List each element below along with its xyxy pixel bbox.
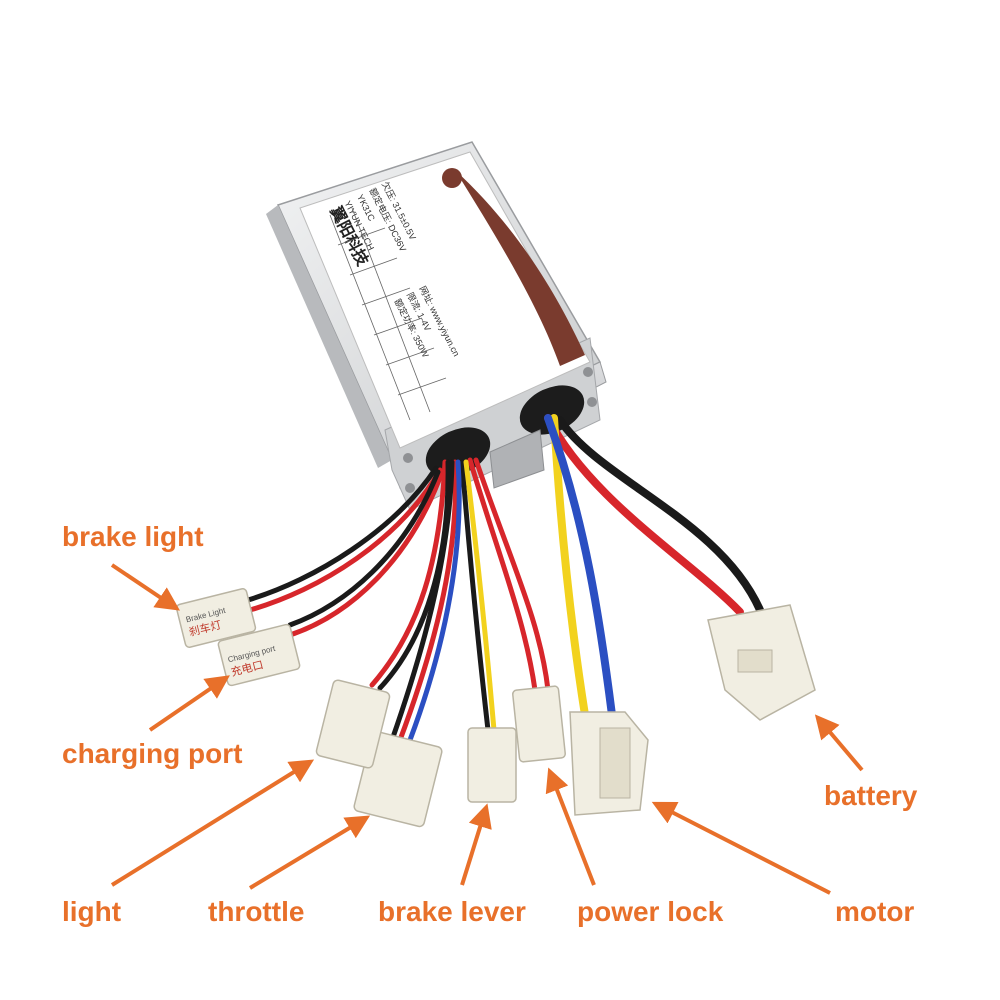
- label-throttle: throttle: [208, 896, 305, 927]
- brand-swoosh: [455, 170, 585, 366]
- brake-lever-connector: [467, 727, 517, 803]
- brake-light-connector: 刹车灯 Brake Light: [175, 588, 257, 648]
- screw-icon: [403, 453, 413, 463]
- controller-sticker: 翼阳科技 YIYUN TECH YK31C 额定电压: DC36V 欠压: 31…: [299, 151, 591, 449]
- label-battery: battery: [824, 780, 918, 811]
- arrow-throttle: [248, 815, 371, 890]
- throttle-connector: [353, 730, 443, 828]
- cable-grommet: [519, 385, 585, 435]
- sticker-wiring-table: [329, 207, 447, 421]
- arrow-power-lock: [545, 767, 596, 886]
- screw-icon: [583, 367, 593, 377]
- power-lock-connector: [512, 685, 566, 763]
- light-connector: [315, 679, 391, 769]
- label-light: light: [62, 896, 122, 927]
- label-brake-light: brake light: [62, 521, 204, 552]
- cable-grommet: [425, 427, 491, 477]
- label-power-lock: power lock: [577, 896, 724, 927]
- screw-icon: [587, 397, 597, 407]
- label-brake-lever: brake lever: [378, 896, 526, 927]
- motor-connector: [569, 711, 649, 816]
- arrow-light: [110, 759, 315, 887]
- charging-port-connector: 充电口 Charging port: [217, 623, 301, 687]
- brand-logo-icon: [442, 168, 462, 188]
- mounting-tab: [489, 429, 545, 489]
- screw-icon: [405, 483, 415, 493]
- arrow-brake-lever: [460, 803, 492, 886]
- label-motor: motor: [835, 896, 915, 927]
- arrow-charging-port: [148, 675, 230, 732]
- label-charging-port: charging port: [62, 738, 243, 769]
- arrow-motor: [651, 801, 831, 895]
- arrow-battery: [814, 714, 864, 772]
- wire-bundle: [245, 414, 764, 743]
- battery-connector: [707, 604, 816, 721]
- arrow-brake-light: [110, 563, 180, 611]
- callout-arrows: [110, 563, 864, 895]
